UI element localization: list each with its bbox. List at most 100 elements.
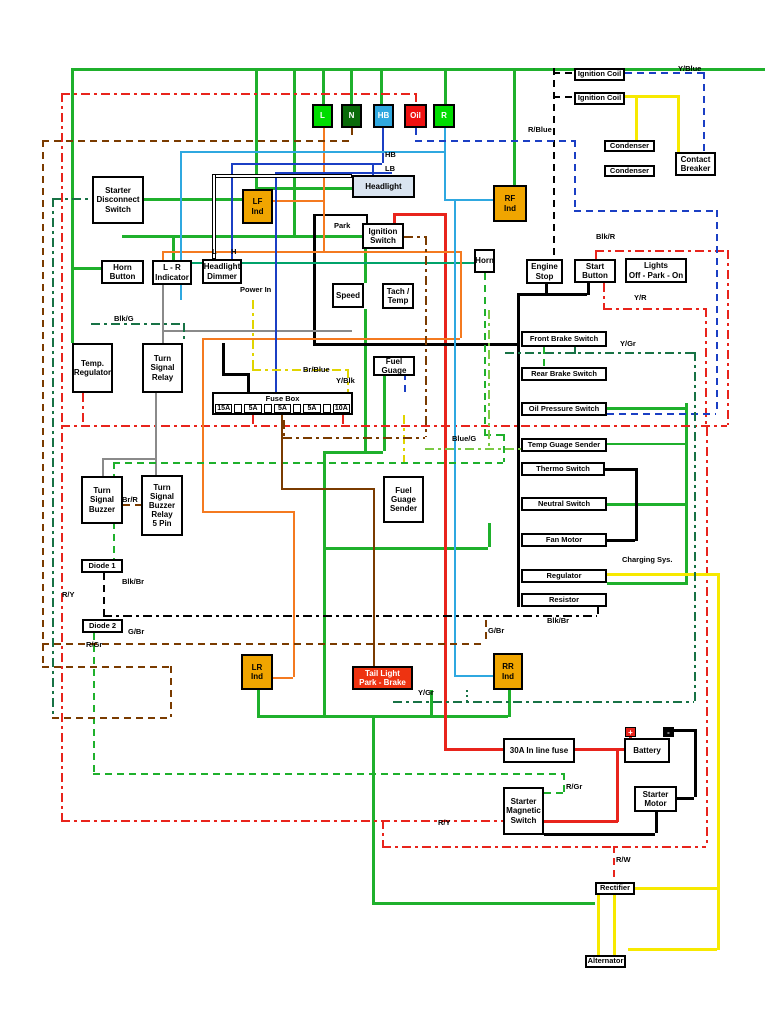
- wire-segment-163: [281, 415, 283, 488]
- wire-segment-119: [625, 72, 703, 74]
- wire-segment-44: [61, 425, 727, 427]
- wire-segment-12: [444, 68, 447, 104]
- wire-segment-60: [517, 293, 587, 296]
- wire-segment-136: [484, 434, 503, 436]
- wire-segment-52: [61, 820, 503, 822]
- alternator-box: Alternator: [585, 955, 626, 968]
- wire-segment-77: [553, 68, 555, 259]
- wire-label-blue-g: Blue/G: [452, 434, 477, 443]
- wire-segment-23: [508, 690, 511, 717]
- wire-segment-85: [162, 330, 352, 332]
- wire-segment-10: [350, 68, 353, 104]
- wire-segment-51: [705, 308, 707, 427]
- wire-segment-1: [71, 68, 74, 343]
- tail-light-box: Tail Light Park - Brake: [352, 666, 413, 690]
- wire-label-lb: LB: [385, 164, 395, 173]
- wire-label-r-gr: R/Gr: [566, 782, 583, 791]
- wire-segment-0: [71, 68, 765, 71]
- wire-segment-68: [605, 539, 635, 542]
- wire-segment-153: [466, 690, 468, 701]
- wire-segment-103: [275, 172, 277, 392]
- wire-segment-34: [444, 213, 447, 750]
- wire-segment-17: [323, 451, 383, 454]
- wire-segment-115: [574, 140, 576, 210]
- condenser-1-box: Condenser: [604, 140, 655, 152]
- starter-disconnect-switch-box: Starter Disconnect Switch: [92, 176, 144, 224]
- wire-segment-125: [607, 573, 717, 576]
- wire-segment-121: [404, 373, 406, 392]
- wire-segment-35: [444, 748, 503, 751]
- wire-segment-156: [351, 128, 353, 140]
- condenser-2-box: Condenser: [604, 165, 655, 177]
- wire-segment-31: [607, 582, 688, 585]
- wire-segment-55: [706, 427, 708, 846]
- start-button-box: Start Button: [574, 259, 616, 283]
- horn-button-box: Horn Button: [101, 260, 144, 284]
- wire-segment-97: [293, 511, 295, 677]
- resistor-box: Resistor: [521, 593, 607, 607]
- wire-segment-170: [488, 310, 490, 448]
- wire-label-park: Park: [334, 221, 351, 230]
- wire-label-blk-br: Blk/Br: [122, 577, 145, 586]
- wire-segment-157: [123, 504, 141, 506]
- contact-breaker-box: Contact Breaker: [675, 152, 716, 176]
- rear-brake-switch-box: Rear Brake Switch: [521, 367, 607, 381]
- wire-segment-144: [544, 792, 563, 794]
- wire-segment-111: [454, 201, 456, 677]
- fuse-gap: [322, 404, 331, 413]
- fuse-gap: [293, 404, 302, 413]
- wire-segment-102: [275, 172, 392, 174]
- rf-ind-box: RF Ind: [493, 185, 527, 222]
- wire-segment-92: [162, 251, 164, 260]
- wire-label-blk-g: Blk/G: [114, 314, 134, 323]
- neutral-switch-box: Neutral Switch: [521, 497, 607, 511]
- diode-2-box: Diode 2: [82, 619, 123, 633]
- wire-segment-108: [444, 199, 493, 201]
- tach-temp-box: Tach / Temp: [382, 283, 414, 309]
- wire-segment-69: [674, 729, 694, 732]
- rectifier-box: Rectifier: [595, 882, 635, 895]
- wire-segment-15: [364, 309, 367, 451]
- wire-segment-28: [607, 443, 685, 445]
- wire-label-hb: HB: [385, 150, 396, 159]
- wire-segment-50: [603, 308, 705, 310]
- battery-minus: -: [663, 727, 674, 737]
- wire-segment-83: [192, 262, 474, 264]
- wire-segment-27: [607, 407, 685, 410]
- wire-segment-154: [42, 140, 44, 666]
- wire-label-r-blue: R/Blue: [528, 125, 552, 134]
- wire-segment-93: [460, 251, 462, 338]
- wire-segment-159: [485, 620, 487, 643]
- wire-segment-129: [613, 893, 616, 955]
- turn-signal-relay-box: Turn Signal Relay: [142, 343, 183, 393]
- wire-segment-2: [71, 267, 101, 270]
- wire-segment-78: [553, 72, 574, 74]
- oil-pressure-switch-box: Oil Pressure Switch: [521, 402, 607, 416]
- diode-1-box: Diode 1: [81, 559, 123, 573]
- wire-segment-90: [273, 200, 323, 202]
- wire-label-br-blue: Br/Blue: [303, 365, 330, 374]
- wire-segment-160: [42, 666, 170, 668]
- wire-segment-47: [595, 250, 597, 259]
- wire-label-y-gr: Y/Gr: [418, 688, 434, 697]
- wire-segment-76: [247, 373, 250, 392]
- wire-segment-11: [380, 68, 383, 104]
- wire-segment-87: [102, 458, 155, 460]
- wire-segment-8: [172, 235, 175, 260]
- wire-segment-158: [42, 643, 485, 645]
- ignition-coil-2-box: Ignition Coil: [574, 92, 625, 105]
- wire-label-blk-r: Blk/R: [596, 232, 616, 241]
- wire-segment-124: [677, 95, 680, 152]
- lamp-n-box: N: [341, 104, 362, 128]
- fuse-gap: [263, 404, 272, 413]
- wire-segment-112: [454, 675, 493, 677]
- wire-segment-88: [102, 458, 104, 476]
- wire-segment-29: [685, 403, 688, 584]
- wire-label-l: L: [212, 247, 217, 256]
- wire-segment-72: [655, 812, 658, 833]
- lamp-l-box: L: [312, 104, 333, 128]
- thermo-switch-box: Thermo Switch: [521, 462, 605, 476]
- wire-segment-152: [393, 701, 694, 703]
- wire-segment-24: [257, 715, 508, 718]
